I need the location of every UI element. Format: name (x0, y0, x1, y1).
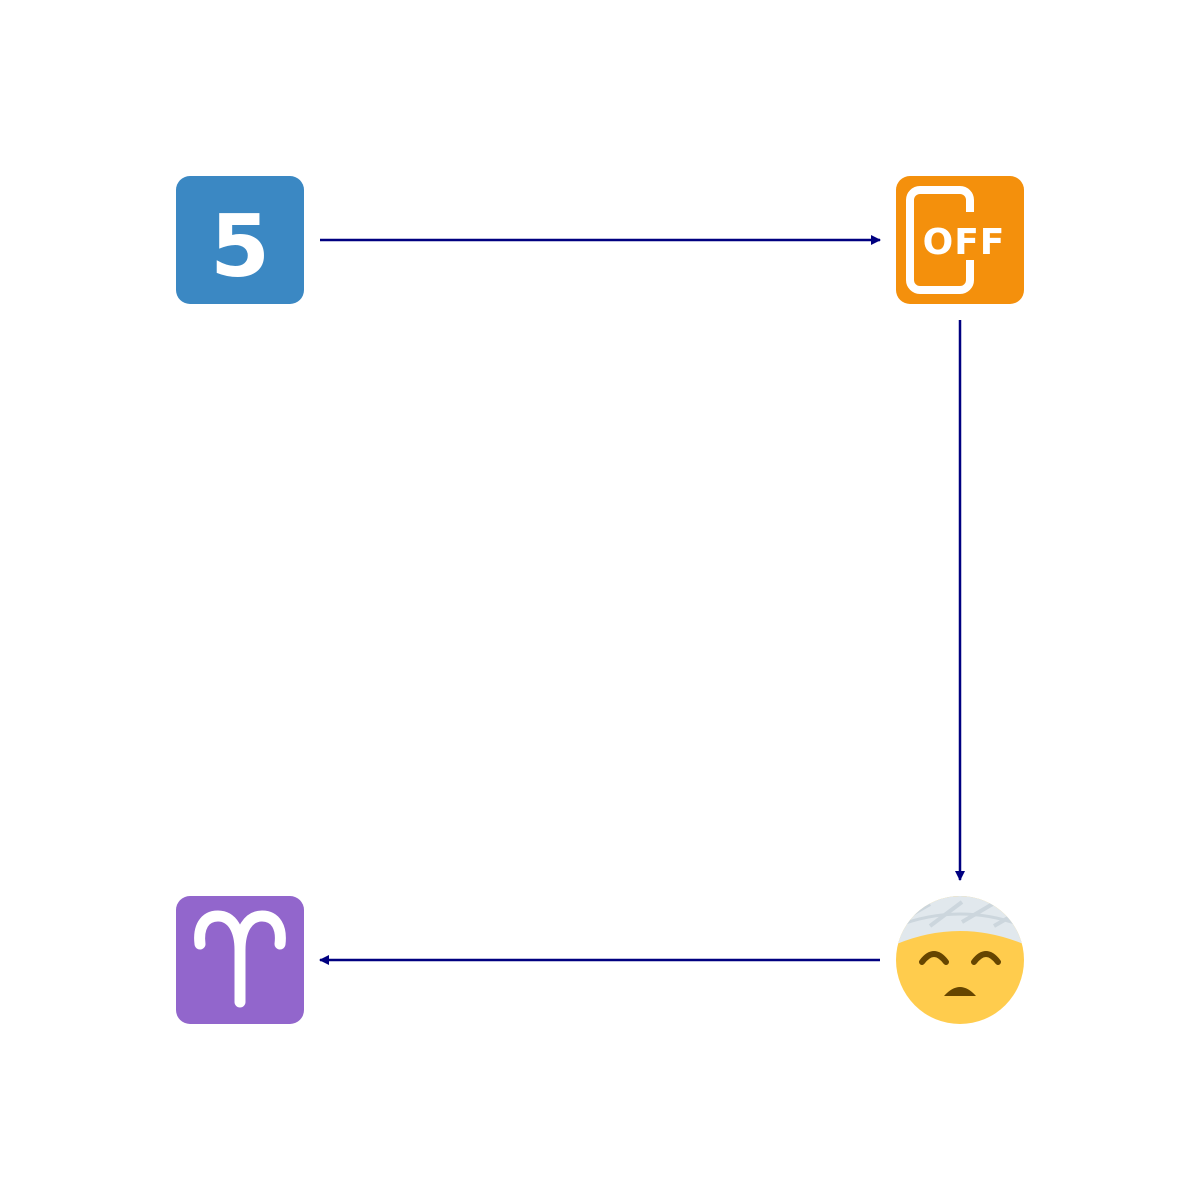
off-label: OFF (923, 222, 1006, 263)
node-head-bandage (896, 896, 1024, 1024)
keycap-label: 5 (210, 197, 270, 297)
face-with-head-bandage-icon (896, 896, 1024, 1024)
keycap-digit-five-icon: 5 (176, 176, 304, 304)
node-keycap-five: 5 (176, 176, 304, 304)
node-aries (176, 896, 304, 1024)
mobile-phone-off-icon: OFF (896, 176, 1024, 304)
aries-zodiac-icon (176, 896, 304, 1024)
node-mobile-phone-off: OFF (896, 176, 1024, 304)
edges (319, 235, 965, 965)
